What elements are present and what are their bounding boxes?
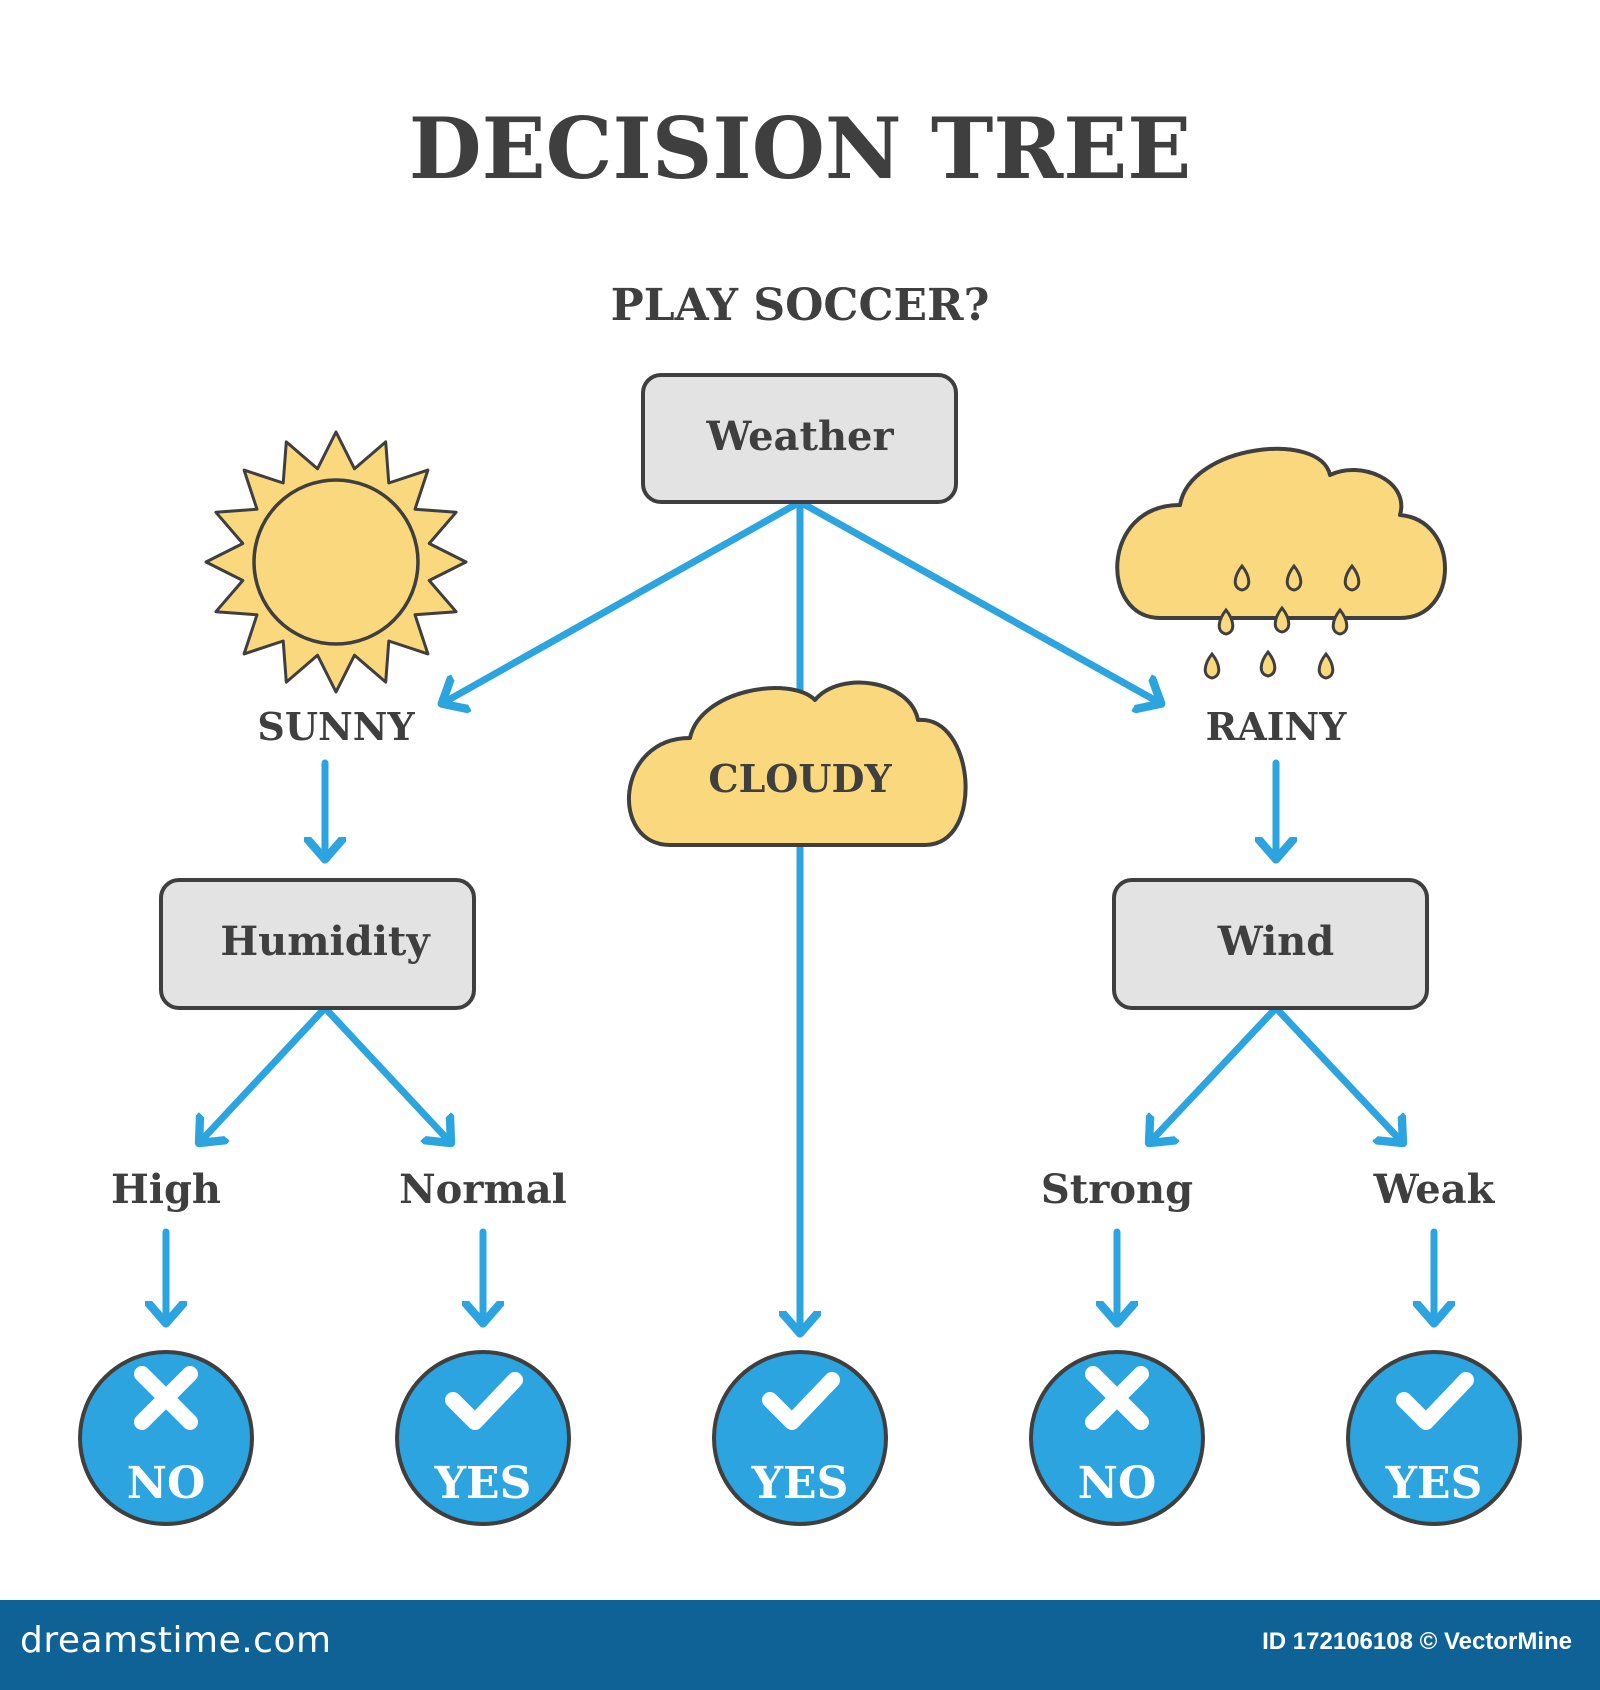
outcome-label: NO [1078, 1458, 1157, 1509]
weather-label: Weather [705, 413, 894, 460]
outcome-strong-no: NO [1029, 1350, 1205, 1526]
outcome-label: YES [1385, 1458, 1483, 1509]
outcome-weak-yes: YES [1346, 1350, 1522, 1526]
arrow-weather-rainy [796, 498, 1160, 703]
footer-bar: dreamstime.com ID 172106108 © VectorMine [0, 1600, 1600, 1690]
cloudy-label: CLOUDY [708, 756, 892, 801]
arrow-wind-strong [1150, 1004, 1280, 1142]
diagram-question: PLAY SOCCER? [611, 280, 990, 331]
outcome-normal-yes: YES [395, 1350, 571, 1526]
cross-icon [134, 1366, 198, 1430]
sunny-label: SUNNY [257, 704, 415, 749]
humidity-label: Humidity [220, 918, 431, 965]
raindrop [1317, 651, 1335, 680]
footer-image-id: ID 172106108 © VectorMine [1262, 1628, 1572, 1655]
check-icon [445, 1372, 523, 1430]
check-icon [762, 1372, 840, 1430]
raindrop [1285, 563, 1303, 592]
raindrop [1233, 563, 1251, 592]
arrows [166, 498, 1434, 1332]
arrow-wind-weak [1272, 1004, 1402, 1142]
arrow-humidity-normal [321, 1004, 450, 1142]
decision-box-wind: Wind [1112, 878, 1429, 1010]
decision-tree-diagram: DECISION TREE PLAY SOCCER? Weather SUNNY… [78, 99, 1522, 1526]
arrow-weather-sunny [443, 498, 804, 703]
rain-cloud-icon [1115, 446, 1447, 680]
arrow-humidity-high [200, 1004, 329, 1142]
normal-label: Normal [399, 1166, 567, 1213]
outcome-label: YES [434, 1458, 532, 1509]
raindrop [1343, 563, 1361, 592]
decision-box-humidity: Humidity [159, 878, 476, 1010]
high-label: High [111, 1166, 221, 1213]
check-icon [1396, 1372, 1474, 1430]
raindrop [1203, 651, 1221, 680]
wind-label: Wind [1217, 918, 1334, 965]
raindrop [1331, 607, 1349, 636]
raindrop [1273, 605, 1291, 634]
cloud-icon: CLOUDY [626, 680, 968, 847]
weak-label: Weak [1373, 1166, 1496, 1213]
outcome-cloudy-yes: YES [712, 1350, 888, 1526]
decision-box-weather: Weather [641, 373, 958, 504]
diagram-title: DECISION TREE [409, 99, 1192, 198]
outcome-high-no: NO [78, 1350, 254, 1526]
raindrop [1217, 607, 1235, 636]
footer-site[interactable]: dreamstime.com [20, 1620, 332, 1661]
strong-label: Strong [1041, 1166, 1193, 1213]
sun-icon [204, 430, 468, 694]
cross-icon [1085, 1366, 1149, 1430]
rainy-label: RAINY [1206, 704, 1348, 749]
outcome-label: NO [127, 1458, 206, 1509]
raindrop [1259, 649, 1277, 678]
outcome-label: YES [751, 1458, 849, 1509]
